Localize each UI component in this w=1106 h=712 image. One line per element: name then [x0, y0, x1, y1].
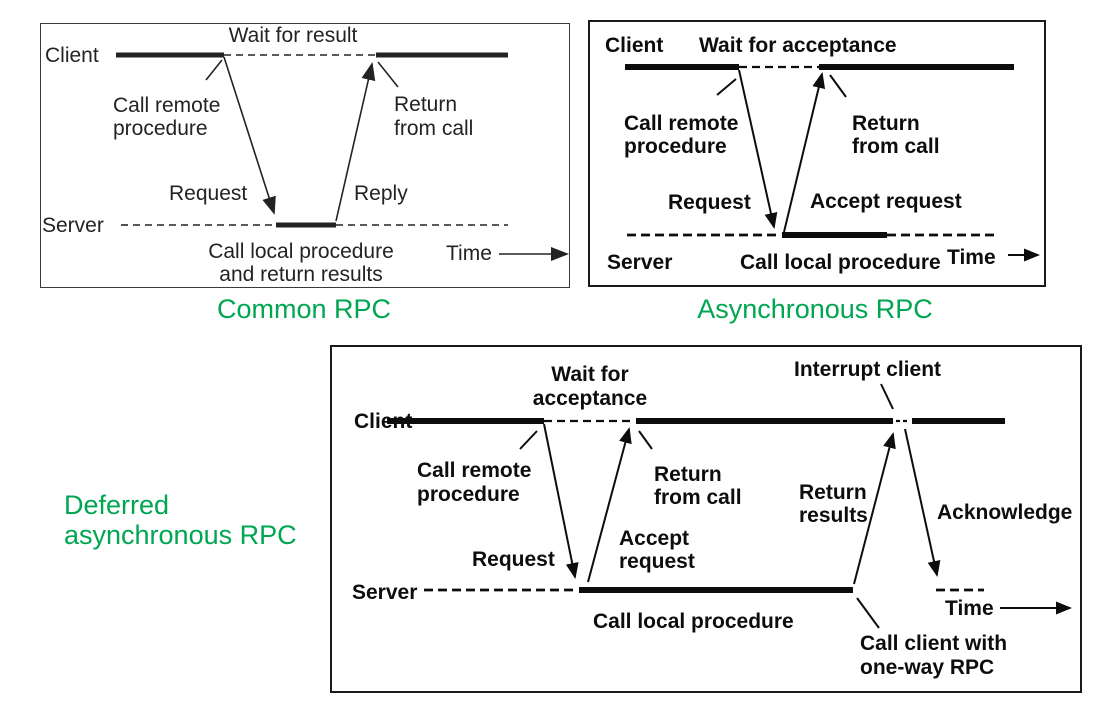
wait-for-acceptance-label-line1: Wait for	[551, 363, 628, 386]
call-remote-label-line2: procedure	[417, 483, 520, 506]
return-from-call-leader-line	[638, 430, 653, 450]
call-remote-label-line1: Call remote	[624, 112, 738, 135]
return-from-call-leader-line	[829, 74, 847, 98]
accept-request-label-line1: Accept	[619, 527, 689, 550]
reply-label: Reply	[354, 182, 408, 205]
request-arrow	[738, 69, 778, 229]
deferred-async-rpc-diagram: Wait for acceptance Client Call remote p…	[352, 358, 1072, 679]
call-client-label-line2: one-way RPC	[860, 656, 994, 679]
return-label-line1: Return	[852, 112, 920, 135]
return-label-line2: from call	[654, 486, 742, 509]
return-label-line2: from call	[852, 135, 940, 158]
reply-arrow	[335, 62, 376, 222]
server-label: Server	[607, 251, 672, 274]
interrupt-client-label: Interrupt client	[794, 358, 941, 381]
client-label: Client	[354, 410, 412, 433]
call-local-label: Call local procedure	[740, 251, 941, 274]
common-rpc-caption: Common RPC	[216, 294, 392, 324]
time-label: Time	[947, 246, 996, 269]
accept-request-label-line2: request	[619, 550, 695, 573]
deferred-async-rpc-caption: Deferred asynchronous RPC	[64, 490, 364, 550]
call-remote-leader-line	[205, 59, 223, 81]
deferred-async-rpc-panel: Wait for acceptance Client Call remote p…	[330, 345, 1082, 693]
call-client-leader-line	[856, 597, 880, 629]
request-arrow	[223, 56, 276, 215]
time-label: Time	[446, 242, 492, 265]
return-label-line2: from call	[394, 117, 473, 140]
accept-request-label: Accept request	[810, 190, 962, 213]
acknowledge-arrow	[904, 428, 941, 577]
wait-for-acceptance-label-line2: acceptance	[533, 387, 647, 410]
request-label: Request	[472, 548, 555, 571]
call-remote-leader-line	[519, 430, 538, 450]
call-local-label-line1: Call local procedure	[208, 240, 394, 263]
return-label-line1: Return	[654, 463, 722, 486]
accept-request-arrow	[783, 72, 826, 233]
server-label: Server	[42, 214, 104, 237]
server-label: Server	[352, 581, 417, 604]
wait-for-acceptance-label: Wait for acceptance	[699, 34, 897, 57]
call-remote-label-line2: procedure	[624, 135, 727, 158]
request-label: Request	[668, 191, 751, 214]
return-results-arrow	[853, 432, 896, 585]
client-label: Client	[605, 34, 663, 57]
accept-request-arrow	[587, 427, 632, 583]
interrupt-client-leader-line	[880, 383, 894, 410]
return-results-label-line2: results	[799, 504, 868, 527]
asynchronous-rpc-panel: Client Wait for acceptance Call remote p…	[588, 20, 1046, 287]
request-arrow	[543, 423, 579, 579]
call-local-label: Call local procedure	[593, 610, 794, 633]
wait-for-result-label: Wait for result	[229, 24, 358, 47]
return-label-line1: Return	[394, 93, 457, 116]
asynchronous-rpc-diagram: Client Wait for acceptance Call remote p…	[605, 34, 1040, 274]
call-remote-label-line2: procedure	[113, 117, 208, 140]
client-label: Client	[45, 44, 99, 67]
common-rpc-panel: Client Wait for result Call remote proce…	[40, 23, 570, 288]
return-results-label-line1: Return	[799, 481, 867, 504]
call-remote-leader-line	[716, 78, 737, 96]
acknowledge-label: Acknowledge	[937, 501, 1072, 524]
call-local-label-line2: and return results	[219, 263, 382, 286]
deferred-caption-line1: Deferred	[64, 490, 170, 520]
call-remote-label-line1: Call remote	[113, 94, 220, 117]
call-remote-label-line1: Call remote	[417, 459, 531, 482]
asynchronous-rpc-caption: Asynchronous RPC	[697, 294, 933, 324]
request-label: Request	[169, 182, 247, 205]
return-from-call-leader-line	[377, 61, 399, 88]
deferred-caption-line2: asynchronous RPC	[64, 520, 297, 550]
time-label: Time	[945, 597, 994, 620]
common-rpc-diagram: Client Wait for result Call remote proce…	[42, 24, 569, 286]
call-client-label-line1: Call client with	[860, 632, 1007, 655]
